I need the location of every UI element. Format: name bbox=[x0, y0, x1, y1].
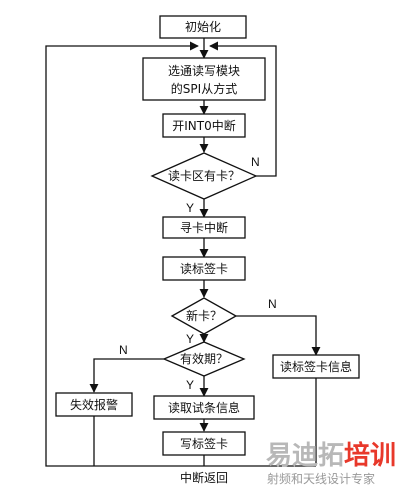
node-select bbox=[142, 57, 266, 101]
text-init: 初始化 bbox=[185, 20, 221, 34]
edge-no-card-loop bbox=[209, 41, 277, 177]
watermark: 易迪拓 培训 射频和天线设计专家 bbox=[266, 441, 396, 486]
text-seek-int: 寻卡中断 bbox=[180, 220, 228, 235]
edge-new-no bbox=[236, 315, 321, 356]
text-read-tag: 读标签卡 bbox=[180, 261, 228, 276]
label-no-3: N bbox=[119, 343, 128, 357]
text-read-trial: 读取试条信息 bbox=[168, 400, 240, 415]
node-open-int bbox=[162, 113, 246, 138]
node-seek-int bbox=[162, 216, 246, 239]
text-select-2: 的SPI从方式 bbox=[171, 81, 237, 96]
text-fail-alarm: 失效报警 bbox=[70, 397, 118, 412]
node-card-in-area bbox=[150, 152, 258, 200]
watermark-name-red: 培训 bbox=[344, 441, 396, 471]
node-write-tag bbox=[162, 431, 246, 456]
edge-return-loop bbox=[45, 41, 316, 467]
watermark-name-gray: 易迪拓 bbox=[266, 441, 344, 471]
node-read-trial bbox=[153, 395, 255, 420]
label-yes-2: Y bbox=[186, 332, 194, 346]
label-interrupt-return: 中断返回 bbox=[180, 470, 228, 485]
text-new-card: 新卡？ bbox=[186, 308, 222, 323]
text-open-int: 开INT0中断 bbox=[172, 118, 235, 133]
nodes bbox=[55, 15, 360, 456]
label-yes-1: Y bbox=[186, 201, 194, 215]
node-init bbox=[159, 15, 247, 39]
text-select-1: 选通读写模块 bbox=[168, 64, 240, 78]
text-valid: 有效期？ bbox=[180, 351, 228, 366]
watermark-slogan: 射频和天线设计专家 bbox=[267, 471, 375, 486]
text-read-tag-info: 读标签卡信息 bbox=[280, 359, 352, 374]
label-yes-3: Y bbox=[186, 378, 194, 392]
node-read-tag bbox=[162, 256, 246, 281]
label-no-2: N bbox=[268, 297, 277, 311]
text-write-tag: 写标签卡 bbox=[180, 436, 228, 451]
node-valid bbox=[162, 341, 246, 377]
node-read-tag-info bbox=[272, 354, 360, 379]
node-new-card bbox=[170, 297, 238, 335]
node-fail-alarm bbox=[55, 392, 133, 417]
text-card-in-area: 读卡区有卡？ bbox=[168, 169, 240, 183]
label-no-1: N bbox=[251, 155, 260, 169]
connectors bbox=[45, 38, 321, 467]
edge-valid-no bbox=[89, 358, 164, 393]
